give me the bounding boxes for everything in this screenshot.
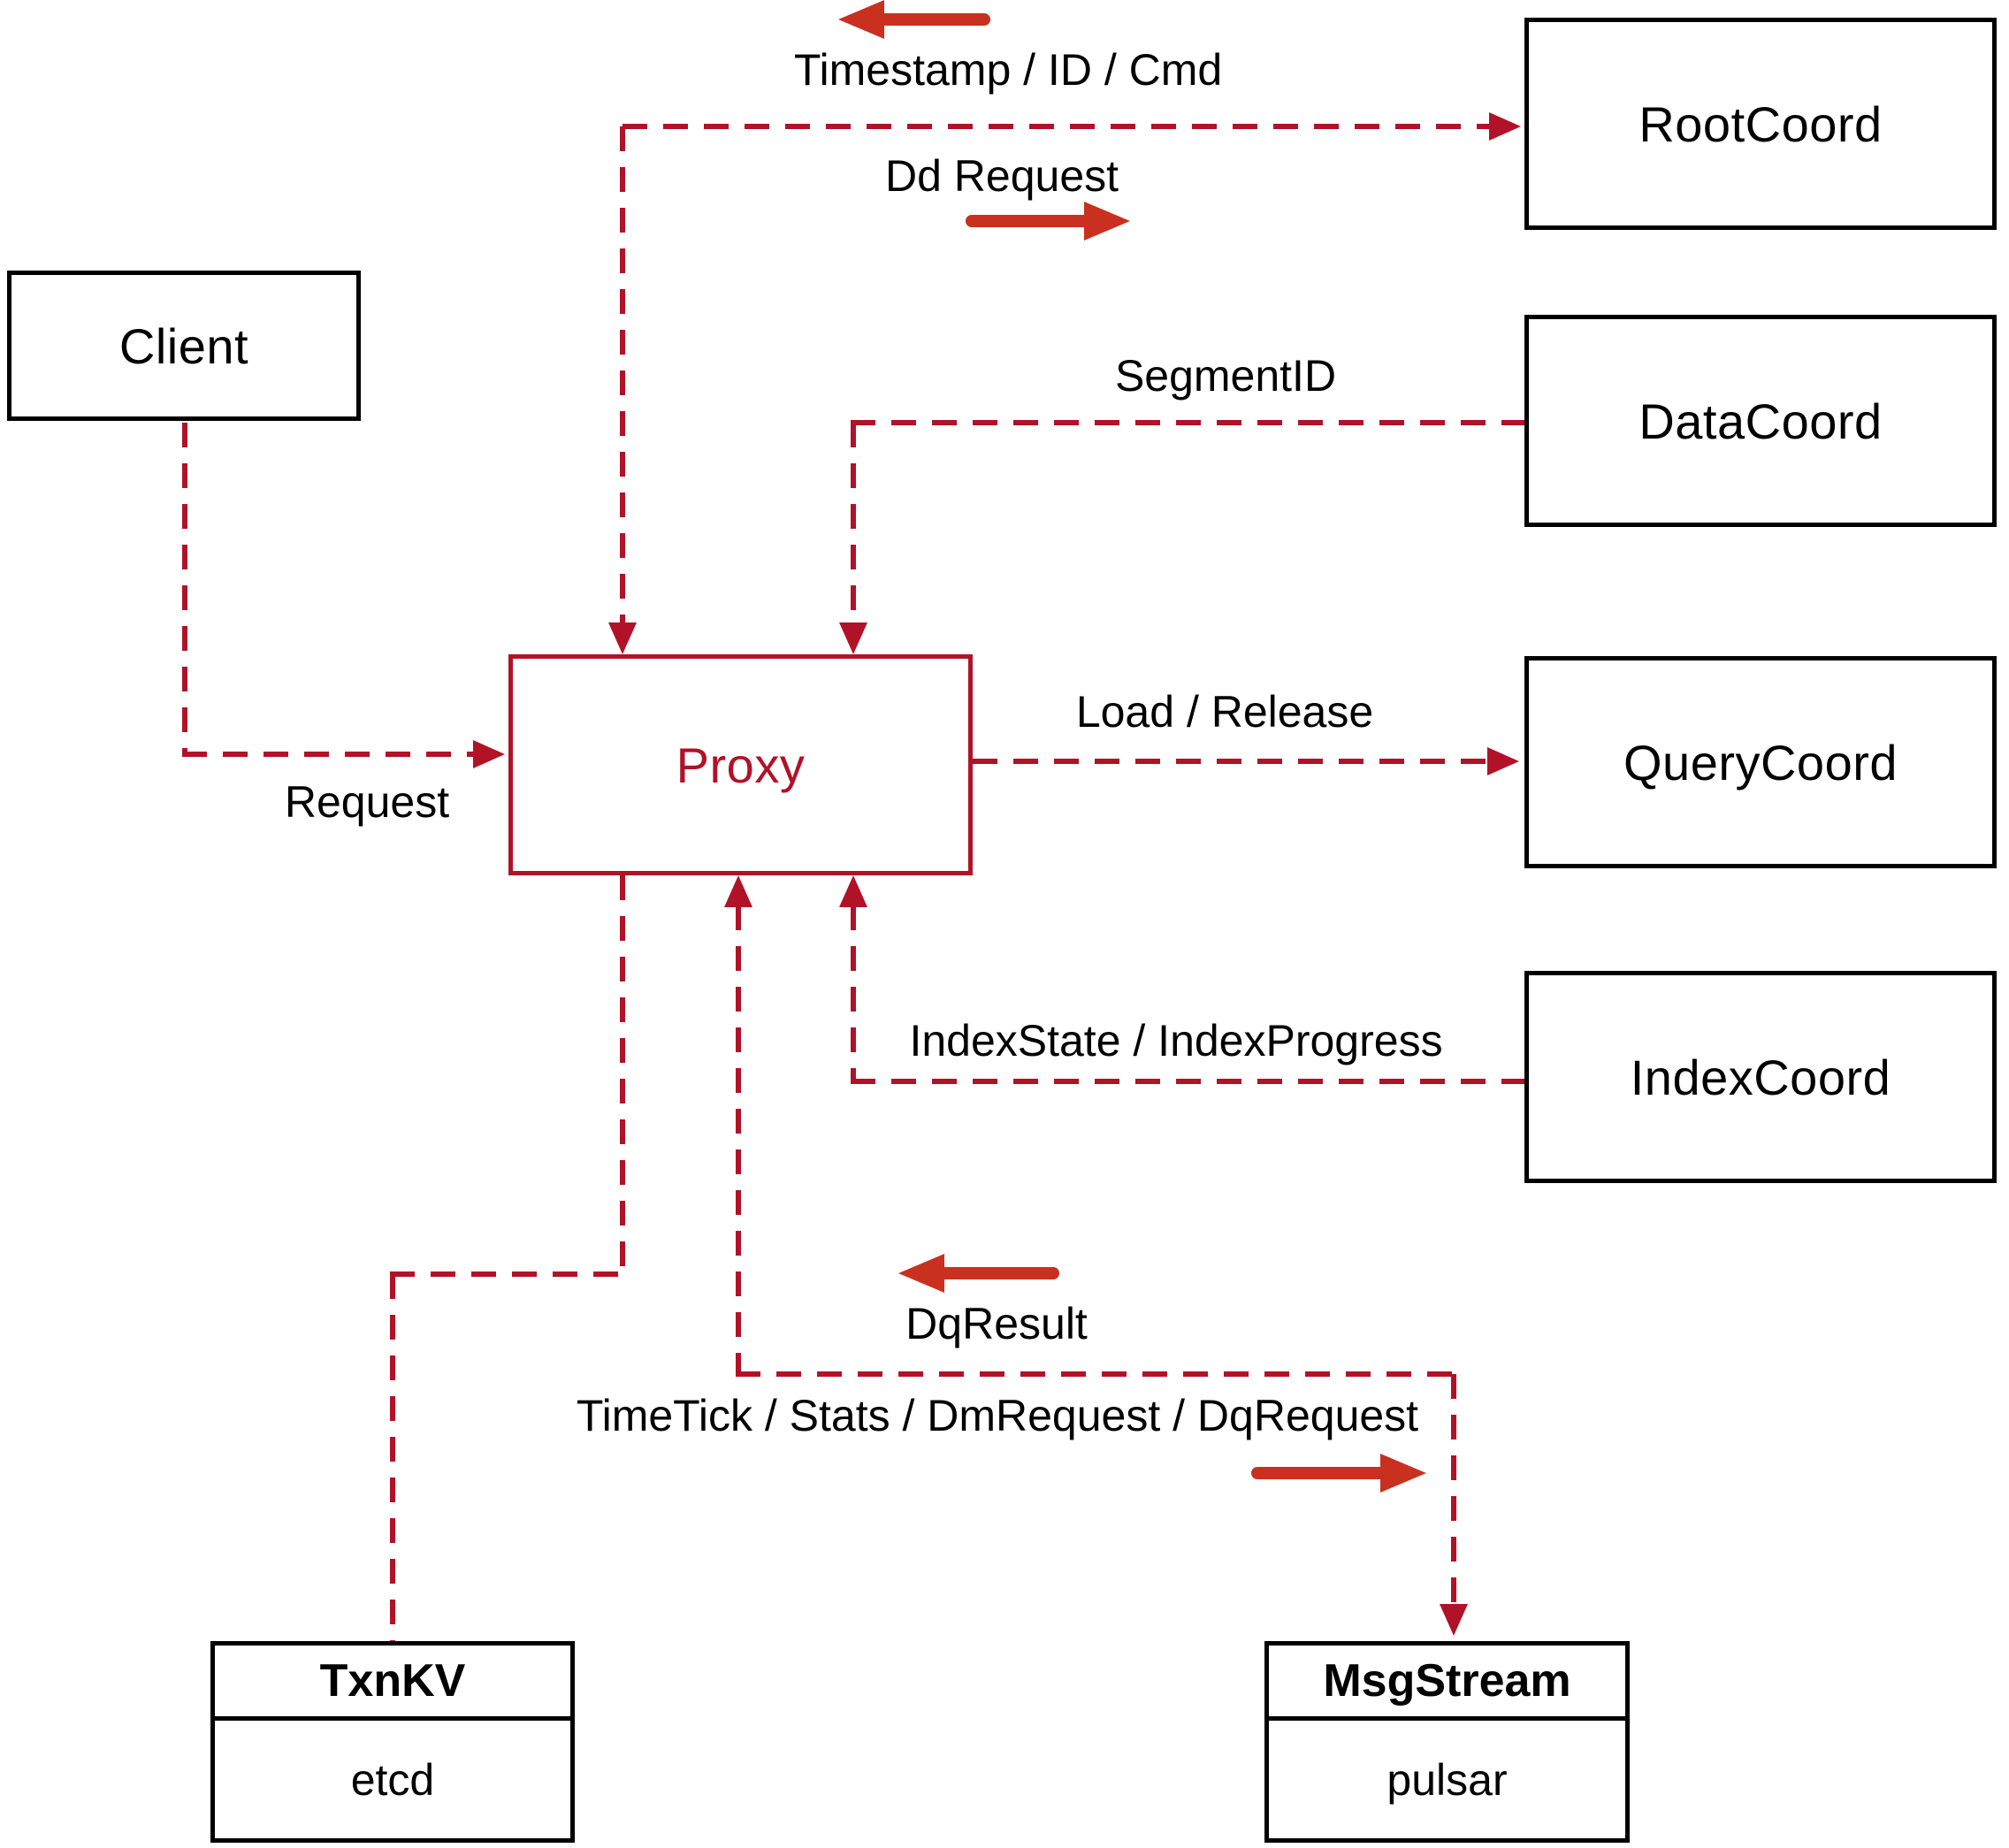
edge-proxy-msgstream-horizontal bbox=[736, 1371, 1456, 1377]
arrow-left-icon bbox=[838, 0, 884, 39]
node-indexcoord-label: IndexCoord bbox=[1630, 1049, 1891, 1105]
node-datacoord: DataCoord bbox=[1524, 315, 1997, 527]
edge-client-proxy-arrowhead bbox=[473, 740, 505, 768]
node-proxy: Proxy bbox=[508, 654, 973, 875]
arrow-shaft bbox=[966, 215, 1089, 227]
node-rootcoord: RootCoord bbox=[1524, 18, 1997, 230]
edge-proxy-querycoord-horizontal bbox=[973, 759, 1489, 764]
edge-label-timestamp-id-cmd: Timestamp / ID / Cmd bbox=[793, 45, 1223, 95]
edge-indexcoord-proxy-vertical bbox=[851, 905, 856, 1081]
arrow-shaft bbox=[1251, 1467, 1386, 1479]
edge-proxy-rootcoord-arrowhead-into-proxy bbox=[608, 622, 637, 654]
edge-client-proxy-vertical bbox=[182, 423, 187, 754]
edge-proxy-msgstream-arrowhead-into-msgstream bbox=[1440, 1604, 1468, 1636]
edge-label-dd-request: Dd Request bbox=[884, 151, 1119, 201]
arrow-right-icon bbox=[1380, 1454, 1426, 1493]
arrow-right-icon bbox=[1084, 202, 1130, 241]
edge-proxy-msgstream-vertical-1 bbox=[736, 905, 741, 1374]
edge-proxy-rootcoord-vertical bbox=[620, 126, 625, 626]
node-querycoord-label: QueryCoord bbox=[1623, 734, 1898, 790]
edge-indexcoord-proxy-arrowhead bbox=[839, 875, 867, 907]
edge-proxy-txnkv-horizontal bbox=[390, 1271, 625, 1277]
edge-proxy-txnkv-vertical-2 bbox=[390, 1274, 395, 1641]
node-msgstream-subtitle: pulsar bbox=[1386, 1754, 1508, 1805]
edge-proxy-msgstream-arrowhead-into-proxy bbox=[724, 875, 752, 907]
direction-arrow-proxy-to-msgstream bbox=[1251, 1454, 1426, 1493]
edge-proxy-msgstream-vertical-2 bbox=[1451, 1374, 1456, 1607]
edge-proxy-rootcoord-arrowhead-into-rootcoord bbox=[1489, 112, 1521, 141]
edge-label-load-release: Load / Release bbox=[1075, 687, 1374, 737]
edge-client-proxy-horizontal bbox=[182, 752, 475, 757]
edge-datacoord-proxy-horizontal bbox=[851, 420, 1524, 425]
node-querycoord: QueryCoord bbox=[1524, 656, 1997, 868]
edge-label-dqresult: DqResult bbox=[905, 1299, 1088, 1348]
edge-indexcoord-proxy-horizontal bbox=[851, 1079, 1524, 1084]
edge-label-request: Request bbox=[284, 777, 450, 827]
node-txnkv-subtitle: etcd bbox=[350, 1754, 435, 1805]
edge-proxy-txnkv-vertical-1 bbox=[620, 875, 625, 1274]
node-msgstream: MsgStream pulsar bbox=[1264, 1641, 1630, 1843]
edge-label-timetick-stats-dmrequest-dqrequest: TimeTick / Stats / DmRequest / DqRequest bbox=[576, 1391, 1419, 1440]
node-indexcoord: IndexCoord bbox=[1524, 971, 1997, 1183]
edge-proxy-rootcoord-horizontal bbox=[623, 124, 1491, 129]
arrow-shaft bbox=[879, 13, 990, 26]
direction-arrow-proxy-to-rootcoord bbox=[966, 202, 1130, 241]
edge-datacoord-proxy-arrowhead bbox=[839, 622, 867, 654]
arrow-left-icon bbox=[898, 1254, 944, 1293]
direction-arrow-rootcoord-to-proxy bbox=[838, 0, 990, 39]
node-proxy-label: Proxy bbox=[676, 737, 806, 793]
arrow-shaft bbox=[939, 1267, 1059, 1279]
node-txnkv-title: TxnKV bbox=[215, 1646, 570, 1721]
edge-label-segmentid: SegmentID bbox=[1114, 351, 1337, 401]
node-datacoord-label: DataCoord bbox=[1639, 393, 1883, 449]
node-msgstream-title: MsgStream bbox=[1269, 1646, 1625, 1721]
edge-proxy-querycoord-arrowhead bbox=[1487, 747, 1519, 775]
edge-label-indexstate-indexprogress: IndexState / IndexProgress bbox=[909, 1016, 1443, 1065]
node-rootcoord-label: RootCoord bbox=[1639, 95, 1883, 152]
direction-arrow-msgstream-to-proxy bbox=[898, 1254, 1059, 1293]
node-client-label: Client bbox=[118, 317, 249, 374]
node-txnkv: TxnKV etcd bbox=[210, 1641, 575, 1843]
edge-datacoord-proxy-vertical bbox=[851, 423, 856, 626]
node-client: Client bbox=[7, 271, 361, 421]
